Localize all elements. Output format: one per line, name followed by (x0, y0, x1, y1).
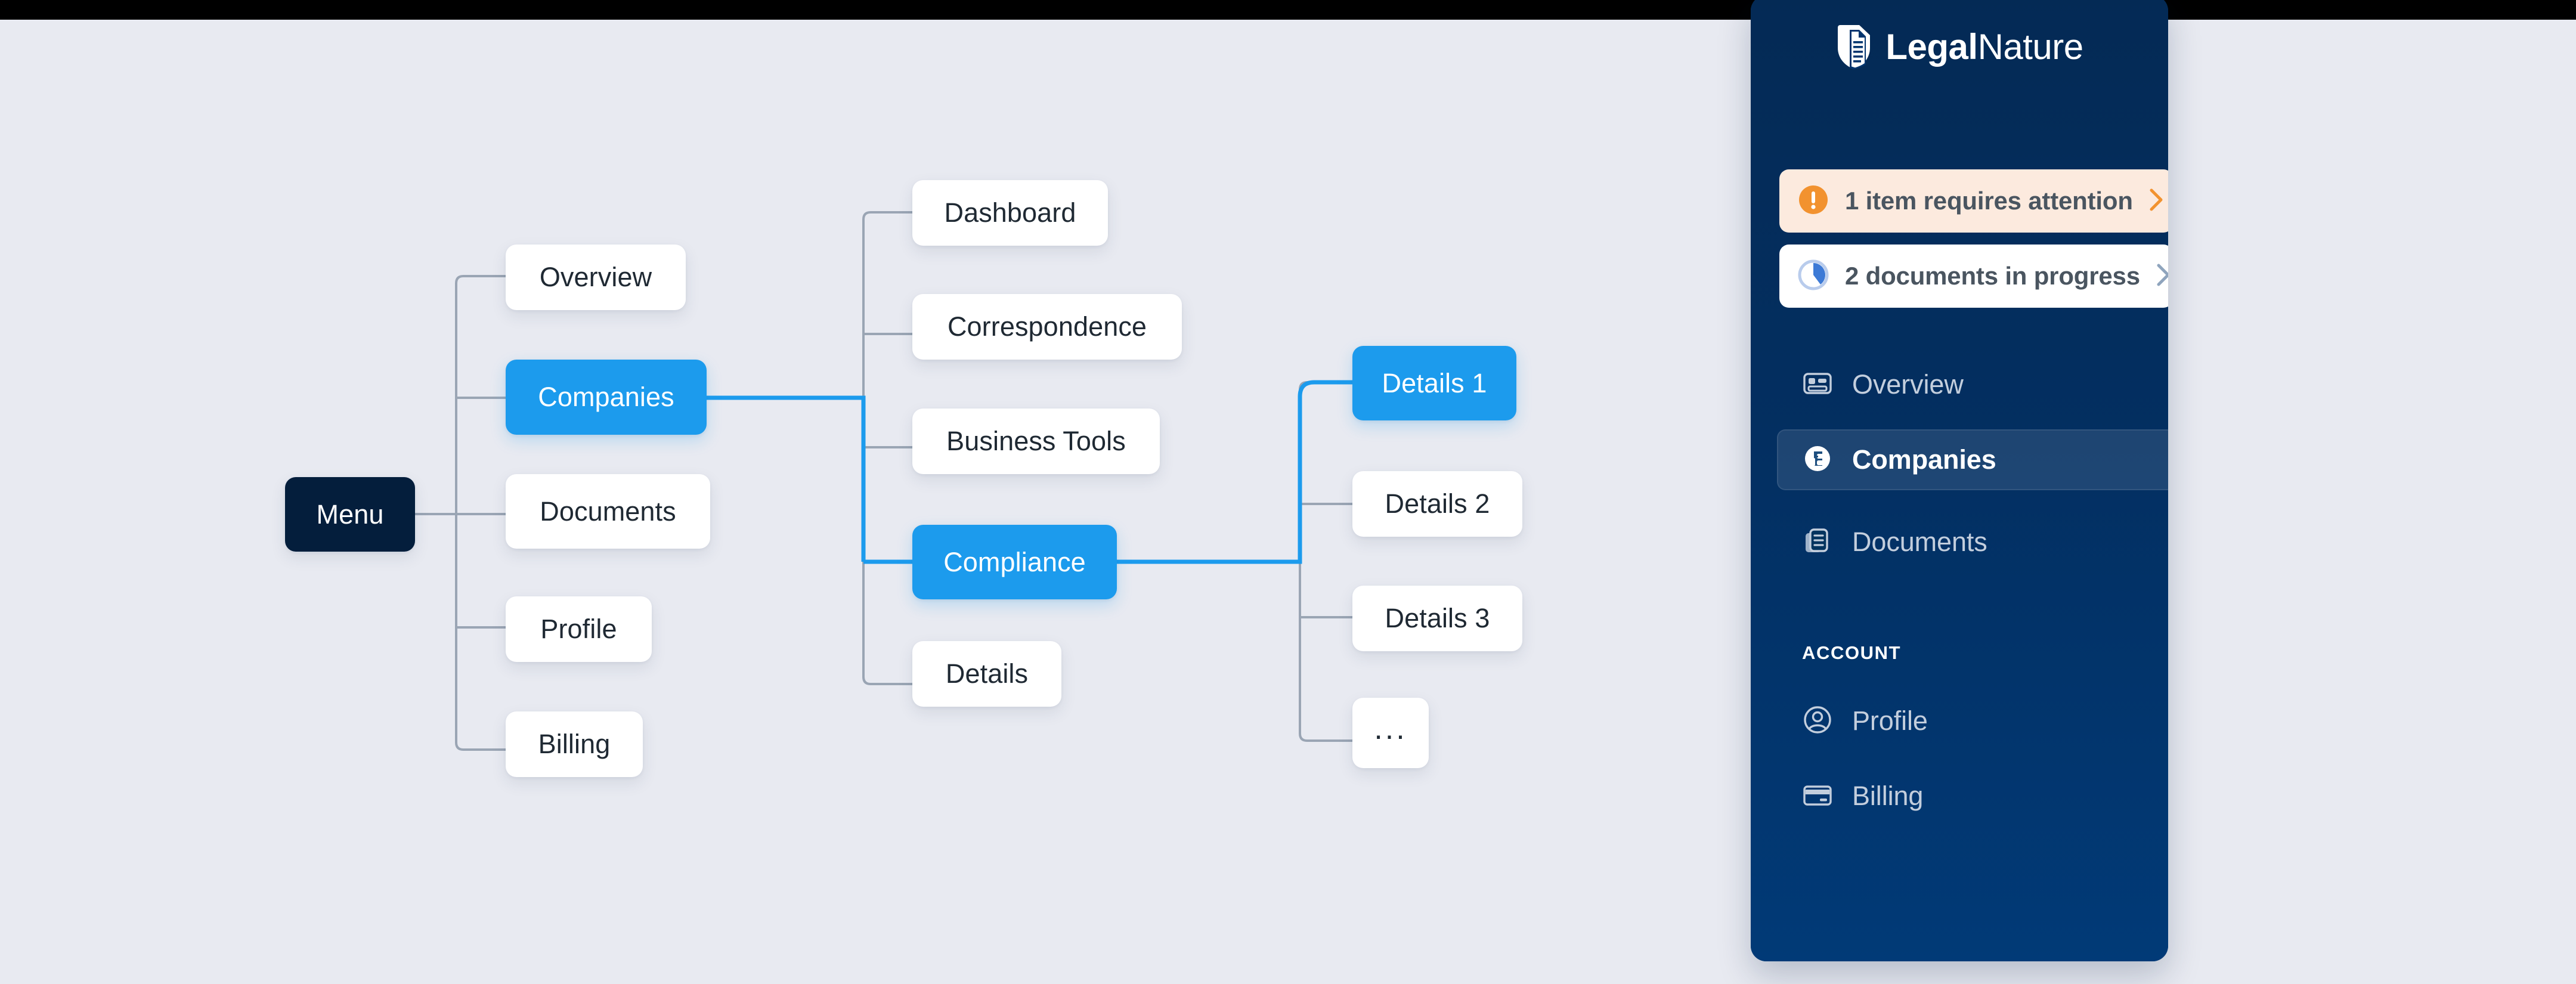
tree-node-label: Compliance (943, 546, 1086, 577)
tree-node-label: Details 3 (1385, 603, 1490, 633)
user-circle-icon (1802, 704, 1833, 738)
tree-node-compliance[interactable]: Compliance (912, 525, 1117, 599)
tree-node-label: Profile (540, 614, 617, 644)
brand-name-bold: Legal (1885, 27, 1978, 67)
sidebar-background: LegalNature 1 item requires attention (1751, 0, 2168, 961)
tree-node-billing[interactable]: Billing (506, 711, 643, 777)
tree-node-details[interactable]: Details (912, 641, 1061, 707)
sidebar-item-overview[interactable]: Overview (1777, 354, 2168, 415)
sidebar-item-label: Overview (1852, 369, 1964, 400)
tree-node-details-3[interactable]: Details 3 (1352, 586, 1522, 651)
sidebar-item-billing[interactable]: Billing (1777, 766, 2168, 827)
tree-node-correspondence[interactable]: Correspondence (912, 294, 1182, 360)
pie-progress-icon (1796, 258, 1831, 295)
tree-node-documents[interactable]: Documents (506, 474, 710, 549)
badge-documents-in-progress[interactable]: 2 documents in progress (1779, 245, 2168, 308)
sidebar-item-label: Documents (1852, 527, 1987, 557)
app-sidebar: LegalNature 1 item requires attention (1751, 0, 2168, 961)
badge-label: 1 item requires attention (1845, 187, 2133, 215)
dashboard-card-icon (1802, 368, 1833, 402)
tree-node-label: Business Tools (946, 426, 1126, 456)
sidebar-item-label: Companies (1852, 444, 1996, 475)
sidebar-item-label: Profile (1852, 705, 1928, 736)
badge-label: 2 documents in progress (1845, 262, 2140, 290)
tree-node-profile[interactable]: Profile (506, 596, 652, 662)
tree-node-label: Dashboard (944, 197, 1076, 228)
tree-node-menu[interactable]: Menu (285, 477, 415, 552)
brand-name-light: Nature (1977, 27, 2084, 67)
tree-node-label: Billing (538, 729, 611, 759)
sidebar-item-companies[interactable]: Companies (1777, 429, 2168, 490)
tree-node-label: Documents (540, 496, 676, 527)
tree-node-overview[interactable]: Overview (506, 245, 686, 310)
documents-stack-icon (1802, 525, 1833, 559)
sidebar-item-label: Billing (1852, 781, 1924, 811)
tree-node-business-tools[interactable]: Business Tools (912, 409, 1160, 474)
tree-node-dashboard[interactable]: Dashboard (912, 180, 1108, 246)
tree-node-label: Menu (316, 499, 384, 530)
tree-node-label: Details 2 (1385, 488, 1490, 519)
alert-circle-icon (1796, 182, 1831, 220)
tree-node-label: Companies (538, 382, 674, 412)
company-badge-icon (1802, 443, 1833, 477)
tree-node-label: ... (1374, 711, 1407, 746)
brand-name: LegalNature (1885, 29, 2083, 65)
shield-document-icon (1835, 24, 1872, 70)
tree-node-label: Details 1 (1382, 367, 1487, 398)
brand-lockup[interactable]: LegalNature (1751, 24, 2168, 70)
chevron-right-icon (2154, 262, 2168, 291)
tree-node-details-1[interactable]: Details 1 (1352, 346, 1516, 420)
sidebar-section-account-title: ACCOUNT (1802, 642, 1902, 663)
credit-card-icon (1802, 779, 1833, 813)
tree-node-more[interactable]: ... (1352, 698, 1429, 768)
tree-node-companies[interactable]: Companies (506, 360, 707, 435)
sidebar-item-documents[interactable]: Documents (1777, 512, 2168, 573)
tree-node-label: Correspondence (947, 311, 1147, 342)
tree-node-details-2[interactable]: Details 2 (1352, 471, 1522, 537)
badge-requires-attention[interactable]: 1 item requires attention (1779, 169, 2168, 233)
chevron-right-icon (2147, 187, 2165, 216)
tree-node-label: Overview (539, 262, 652, 292)
tree-node-label: Details (945, 658, 1029, 689)
sidebar-item-profile[interactable]: Profile (1777, 691, 2168, 751)
